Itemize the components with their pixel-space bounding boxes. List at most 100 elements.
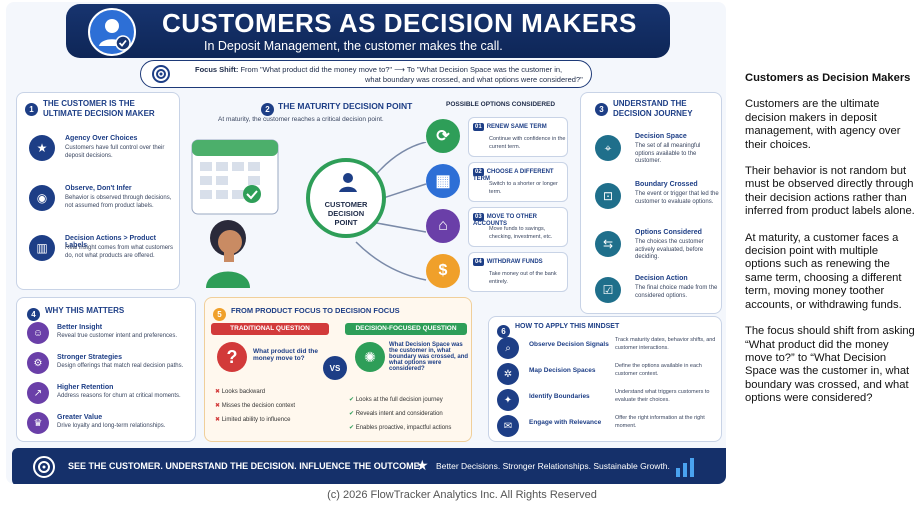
item-title: Observe, Don't Infer [65, 185, 132, 192]
target-icon [152, 65, 170, 83]
lightbulb-icon: ✦ [497, 389, 519, 411]
decision-point-label: CUSTOMER DECISION POINT [324, 200, 368, 227]
pro-item: Looks at the full decision journey [355, 397, 443, 403]
item-desc: The event or trigger that led the custom… [635, 191, 719, 205]
item-title: Better Insight [57, 324, 103, 331]
section-number: 4 [27, 308, 40, 321]
item-title: Options Considered [635, 229, 702, 236]
item-desc: Real insight comes from what customers d… [65, 245, 174, 259]
customer-decision-point: CUSTOMER DECISION POINT [306, 158, 386, 238]
option-title: CHOOSE A DIFFERENT TERM [473, 169, 554, 182]
item-title: Identify Boundaries [529, 393, 590, 400]
item-desc: Behavior is observed through decisions, … [65, 195, 172, 209]
footer-banner: SEE THE CUSTOMER. UNDERSTAND THE DECISIO… [12, 448, 726, 484]
banner-title: CUSTOMERS AS DECISION MAKERS [162, 8, 637, 38]
footer-right: Better Decisions. Stronger Relationships… [436, 461, 670, 471]
section-title-2: DECISION JOURNEY [613, 109, 693, 118]
network-icon: ✲ [497, 363, 519, 385]
eye-icon: ◉ [29, 185, 55, 211]
pro-item: Reveals intent and consideration [355, 411, 443, 417]
option-desc: Switch to a shorter or longer term. [489, 181, 558, 195]
section-product-to-decision-focus: 5 FROM PRODUCT FOCUS TO DECISION FOCUS T… [204, 297, 472, 442]
item-title: Boundary Crossed [635, 181, 698, 188]
option-title: WITHDRAW FUNDS [486, 259, 543, 265]
cash-icon: $ [426, 254, 460, 288]
focus-shift-box: Focus Shift: From "What product did the … [140, 60, 592, 88]
item-desc: Address reasons for churn at critical mo… [57, 393, 181, 399]
focus-to-2: what boundary was crossed, and what opti… [365, 75, 583, 84]
item-title: Greater Value [57, 414, 103, 421]
x-icon: ✖ [215, 403, 221, 409]
group-icon: ☺ [27, 322, 49, 344]
item-title: Map Decision Spaces [529, 367, 596, 374]
item-title: Stronger Strategies [57, 354, 122, 361]
calendar-small-icon: ▦ [426, 164, 460, 198]
section-number: 3 [595, 103, 608, 116]
pro-item: Enables proactive, impactful actions [355, 425, 452, 431]
section-title: UNDERSTAND THE [613, 99, 687, 108]
section-title-2: ULTIMATE DECISION MAKER [43, 109, 155, 118]
section-title: HOW TO APPLY THIS MINDSET [515, 323, 620, 330]
brain-icon: ✺ [355, 342, 385, 372]
con-item: Looks backward [221, 389, 266, 395]
thinking-woman-illustration [206, 220, 250, 288]
con-item: Limited ability to influence [221, 417, 291, 423]
focus-to: To "What Decision Space was the customer… [406, 65, 563, 74]
target-icon [33, 456, 55, 478]
item-desc: The set of all meaningful options availa… [635, 143, 701, 164]
con-item: Misses the decision context [221, 403, 296, 409]
focus-from: From "What product did the money move to… [240, 65, 393, 74]
item-title: Decision Actions > Product Labels [65, 235, 156, 249]
bar-chart-icon: ▥ [29, 235, 55, 261]
item-desc: The choices the customer actively evalua… [635, 239, 704, 260]
map-pin-icon: ⌖ [595, 135, 621, 161]
copyright: (c) 2026 FlowTracker Analytics Inc. All … [327, 489, 597, 501]
decision-question: What Decision Space was the customer in,… [389, 342, 469, 372]
option-number: 04 [473, 258, 484, 266]
check-icon: ✔ [349, 397, 355, 403]
option-title: RENEW SAME TERM [486, 124, 547, 130]
section-decision-journey: 3 UNDERSTAND THE DECISION JOURNEY ⌖ Deci… [580, 92, 722, 314]
decision-question-tag: DECISION-FOCUSED QUESTION [345, 323, 467, 335]
focus-label: Focus Shift: [195, 65, 239, 74]
item-desc: Drive loyalty and long-term relationship… [57, 423, 166, 429]
item-desc: Design offerings that match real decisio… [57, 363, 184, 369]
item-desc: Reveal true customer intent and preferen… [57, 333, 178, 339]
x-icon: ✖ [215, 389, 221, 395]
item-title: Observe Decision Signals [529, 341, 609, 348]
section-why-this-matters: 4 WHY THIS MATTERS ☺ Better Insight Reve… [16, 297, 196, 442]
boundary-icon: ⊡ [595, 183, 621, 209]
gear-icon: ⚙ [27, 352, 49, 374]
item-title: Higher Retention [57, 384, 114, 391]
item-title: Engage with Relevance [529, 419, 602, 426]
magnifier-icon: ⌕ [497, 337, 519, 359]
option-title: MOVE TO OTHER ACCOUNTS [473, 214, 537, 227]
section-apply-mindset: 6 HOW TO APPLY THIS MINDSET ⌕ Observe De… [488, 316, 722, 442]
item-title: Decision Action [635, 275, 688, 282]
growth-icon: ↗ [27, 382, 49, 404]
option-number: 03 [473, 213, 484, 221]
side-paragraph-4: The focus should shift from asking “What… [745, 325, 915, 405]
star-icon: ★ [416, 457, 429, 473]
side-paragraph-3: At maturity, a customer faces a decision… [745, 231, 902, 311]
x-icon: ✖ [215, 417, 221, 423]
options-title: POSSIBLE OPTIONS CONSIDERED [446, 101, 556, 108]
bank-icon: ⌂ [426, 209, 460, 243]
side-description: Customers as Decision Makers Customers a… [745, 72, 915, 419]
section-subtitle: At maturity, the customer reaches a crit… [218, 116, 384, 123]
item-desc: The final choice made from the considere… [635, 285, 718, 299]
option-number: 01 [473, 123, 484, 131]
footer-tagline: SEE THE CUSTOMER. UNDERSTAND THE DECISIO… [68, 461, 423, 471]
person-icon [339, 173, 357, 192]
item-title: Agency Over Choices [65, 135, 138, 142]
banner-subtitle: In Deposit Management, the customer make… [204, 39, 503, 53]
vs-badge: VS [323, 356, 347, 380]
section-title: WHY THIS MATTERS [45, 306, 125, 315]
option-desc: Continue with confidence in the current … [489, 136, 566, 150]
section-number: 1 [25, 103, 38, 116]
option-number: 02 [473, 168, 484, 176]
question-mark-icon: ? [217, 342, 247, 372]
